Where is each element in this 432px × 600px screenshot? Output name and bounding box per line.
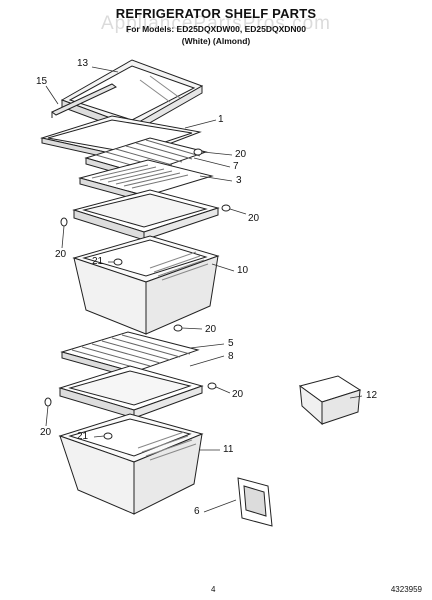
screws <box>44 148 231 440</box>
callout-12: 12 <box>366 390 378 401</box>
callout-20-f: 20 <box>40 427 52 438</box>
part-6-label <box>237 477 273 527</box>
callout-20-a: 20 <box>235 149 247 160</box>
callout-20-e: 20 <box>232 389 244 400</box>
part-8-cover-frame <box>58 365 204 419</box>
callout-10: 10 <box>237 265 249 276</box>
part-11-crisper-drawer <box>58 413 204 515</box>
callout-1: 1 <box>218 114 224 125</box>
part-15-trim <box>51 83 117 118</box>
callout-21-a: 21 <box>92 256 104 267</box>
callout-3: 3 <box>236 175 242 186</box>
callout-7: 7 <box>233 161 239 172</box>
part-10-crisper-drawer <box>72 235 220 335</box>
document-number: 4323959 <box>390 585 422 594</box>
callout-20-d: 20 <box>205 324 217 335</box>
callout-11: 11 <box>223 444 234 455</box>
callout-21-b: 21 <box>77 431 89 442</box>
color-variants: (White) (Almond) <box>181 36 251 46</box>
callout-15: 15 <box>36 76 48 87</box>
callout-20-b: 20 <box>248 213 260 224</box>
callout-13: 13 <box>77 58 89 69</box>
callout-8: 8 <box>228 351 234 362</box>
callout-6: 6 <box>194 506 200 517</box>
upper-cover-frame <box>72 189 220 241</box>
part-13-glass-shelf <box>60 59 204 134</box>
callout-5: 5 <box>228 338 234 349</box>
diagram-title: REFRIGERATOR SHELF PARTS <box>115 6 317 21</box>
model-numbers: For Models: ED25DQXDW00, ED25DQXDN00 <box>126 24 306 34</box>
page-number: 4 <box>211 585 216 594</box>
leader-lines <box>45 66 363 513</box>
callout-20-c: 20 <box>55 249 67 260</box>
part-12-door-bin <box>298 375 362 426</box>
watermark: AppliancePartsPros.com <box>100 13 332 34</box>
